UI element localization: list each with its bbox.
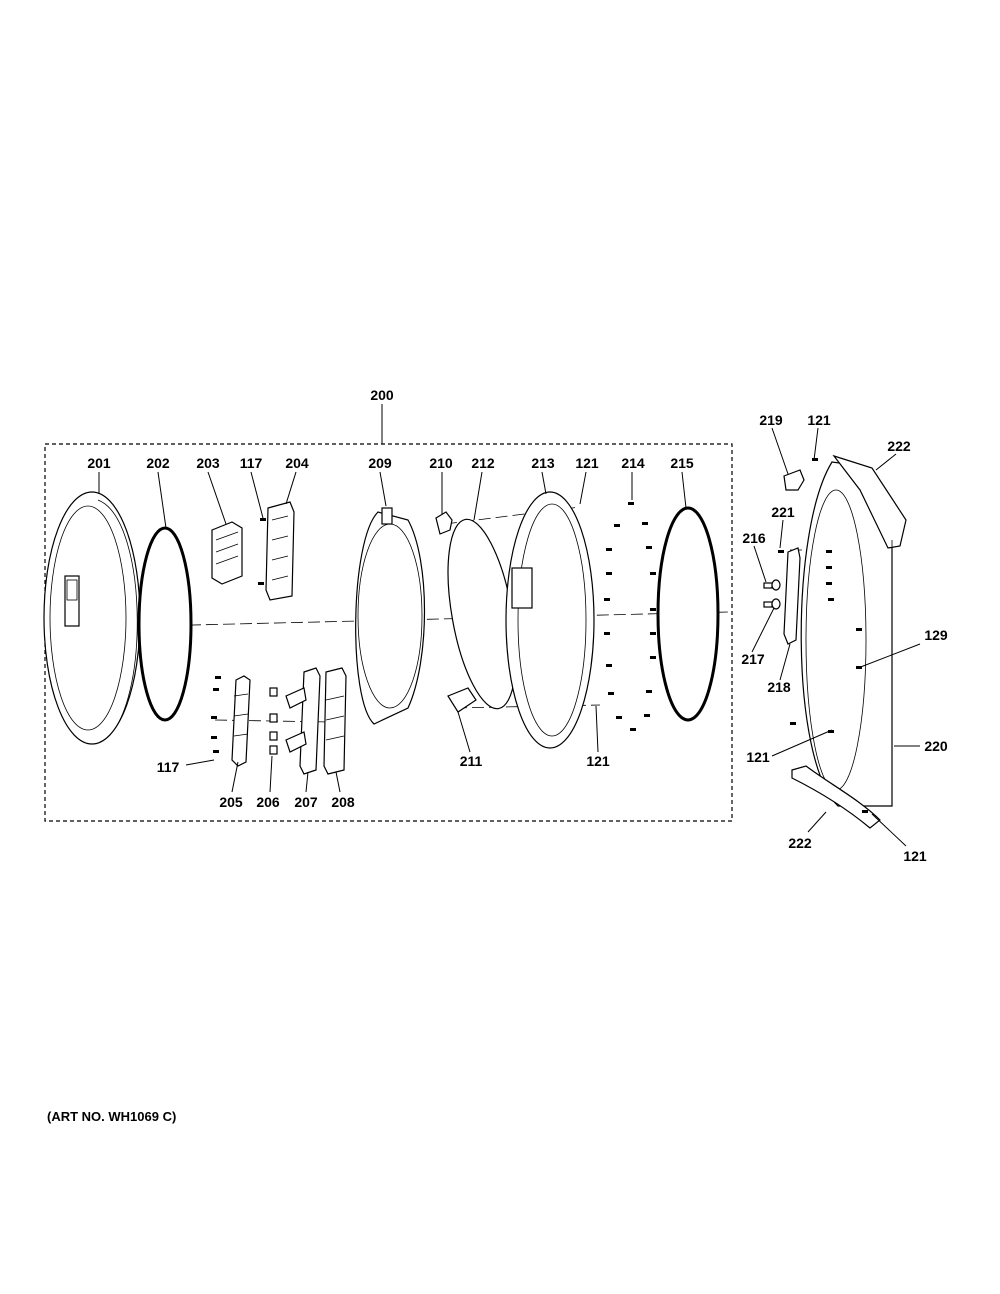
callout-212: 212 bbox=[471, 455, 495, 471]
callout-222-bottom: 222 bbox=[788, 835, 812, 851]
callout-208: 208 bbox=[331, 794, 355, 810]
callout-218: 218 bbox=[767, 679, 791, 695]
leader-209 bbox=[379, 471, 387, 507]
screw-121-bottom bbox=[862, 810, 868, 813]
callout-222-top: 222 bbox=[887, 438, 911, 454]
leader-222a bbox=[875, 453, 897, 471]
leader-121c bbox=[813, 427, 819, 461]
leader-203 bbox=[207, 471, 227, 525]
callout-204: 204 bbox=[285, 455, 309, 471]
callout-209: 209 bbox=[368, 455, 392, 471]
part-209-door-bowl bbox=[355, 507, 426, 725]
callout-207: 207 bbox=[294, 794, 318, 810]
callout-129: 129 bbox=[924, 627, 948, 643]
callout-121-right-top: 121 bbox=[807, 412, 831, 428]
part-215-door-seal bbox=[656, 506, 720, 722]
leader-117b bbox=[185, 759, 215, 766]
callout-121-upper: 121 bbox=[575, 455, 599, 471]
screws-117-upper bbox=[258, 518, 266, 585]
callout-200: 200 bbox=[370, 387, 394, 403]
callout-211: 211 bbox=[460, 753, 483, 769]
part-208-hinge-cover bbox=[323, 667, 347, 775]
callout-117-lower: 117 bbox=[157, 759, 180, 775]
callout-217: 217 bbox=[741, 651, 765, 667]
leader-218 bbox=[779, 643, 791, 681]
callout-205: 205 bbox=[219, 794, 243, 810]
callout-203: 203 bbox=[196, 455, 220, 471]
part-207-hinge bbox=[285, 667, 321, 775]
callout-219: 219 bbox=[759, 412, 783, 428]
screw-221 bbox=[778, 550, 784, 553]
part-216-217-fasteners bbox=[763, 579, 781, 610]
callout-121-lower: 121 bbox=[586, 753, 610, 769]
leader-208 bbox=[335, 771, 341, 793]
callout-216: 216 bbox=[742, 530, 766, 546]
part-205-hinge-plate bbox=[231, 675, 251, 767]
part-203-handle-insert bbox=[211, 521, 243, 585]
part-202-door-gasket bbox=[137, 526, 193, 722]
leader-121b bbox=[595, 705, 599, 753]
callout-117-upper: 117 bbox=[240, 455, 263, 471]
leader-217 bbox=[751, 607, 775, 653]
callout-201: 201 bbox=[87, 455, 111, 471]
leader-121a bbox=[579, 471, 587, 505]
leader-222b bbox=[807, 811, 827, 833]
leader-129 bbox=[857, 643, 921, 669]
part-201-door-front bbox=[43, 491, 141, 745]
screws-214 bbox=[604, 502, 656, 731]
screws-117-lower bbox=[211, 676, 221, 753]
callout-220: 220 bbox=[924, 738, 948, 754]
part-210-hinge-clip bbox=[435, 511, 453, 535]
callout-221: 221 bbox=[771, 504, 795, 520]
callout-215: 215 bbox=[670, 455, 694, 471]
screws-121-panel bbox=[790, 458, 862, 733]
leader-219 bbox=[771, 427, 789, 475]
leader-202 bbox=[157, 471, 167, 529]
part-204-latch-housing bbox=[265, 501, 295, 601]
part-220-front-panel bbox=[800, 454, 907, 807]
callout-210: 210 bbox=[429, 455, 453, 471]
leader-205 bbox=[231, 761, 239, 793]
callout-202: 202 bbox=[146, 455, 170, 471]
leader-212 bbox=[473, 471, 483, 521]
leader-221 bbox=[779, 519, 784, 549]
callout-214: 214 bbox=[621, 455, 645, 471]
leader-207 bbox=[305, 771, 309, 793]
part-219-door-switch bbox=[783, 469, 805, 491]
part-211-lower-clip bbox=[447, 687, 477, 713]
leader-213 bbox=[541, 471, 547, 495]
leader-121e bbox=[871, 813, 907, 847]
leader-117a bbox=[250, 471, 264, 519]
leader-216 bbox=[753, 545, 767, 583]
part-222-lower-trim bbox=[791, 765, 881, 829]
part-213-inner-frame bbox=[505, 491, 595, 749]
leader-204 bbox=[285, 471, 297, 505]
callout-206: 206 bbox=[256, 794, 280, 810]
leader-206 bbox=[269, 755, 273, 793]
art-number-caption: (ART NO. WH1069 C) bbox=[47, 1109, 177, 1124]
callout-121-right-bottom: 121 bbox=[903, 848, 927, 864]
leader-121d bbox=[771, 729, 833, 757]
leader-215 bbox=[681, 471, 687, 509]
callout-213: 213 bbox=[531, 455, 555, 471]
part-218-latch-plate bbox=[783, 547, 801, 645]
part-206-bushings bbox=[269, 687, 278, 755]
callout-121-right-mid: 121 bbox=[746, 749, 770, 765]
leader-211 bbox=[457, 711, 471, 753]
